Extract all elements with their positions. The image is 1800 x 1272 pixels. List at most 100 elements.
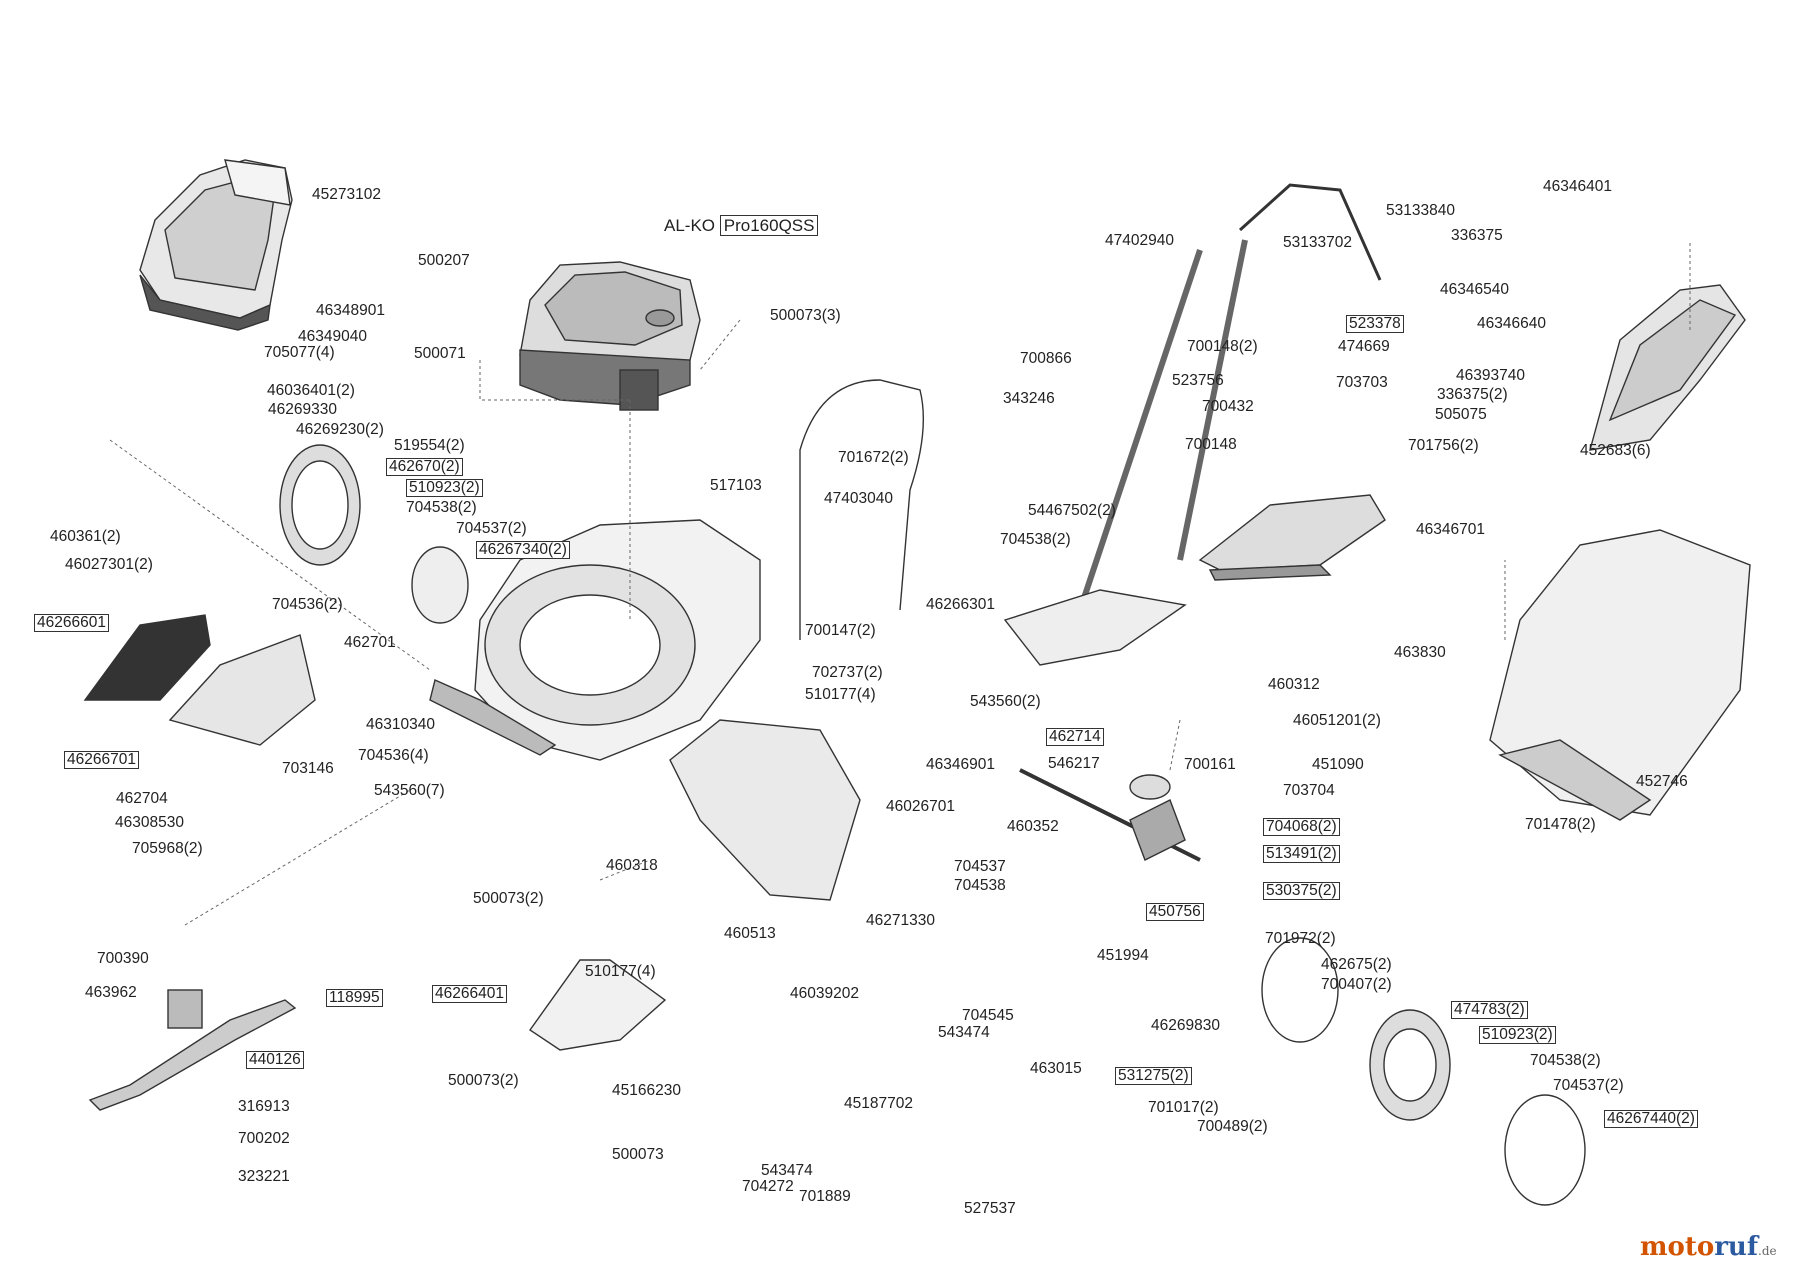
part-number-label: 45166230: [612, 1082, 681, 1099]
part-number-label: 500073(2): [448, 1072, 519, 1089]
part-number-label: 530375(2): [1263, 882, 1340, 900]
part-number-label: 46267440(2): [1604, 1110, 1698, 1128]
part-number-label: 46266701: [64, 751, 139, 769]
part-number-label: 462675(2): [1321, 956, 1392, 973]
part-number-label: 543560(7): [374, 782, 445, 799]
part-number-label: 700147(2): [805, 622, 876, 639]
part-number-label: 462670(2): [386, 458, 463, 476]
part-number-label: 46271330: [866, 912, 935, 929]
part-number-label: 460312: [1268, 676, 1320, 693]
rear-flap-drawing: [1003, 494, 1386, 666]
rear-guard-drawing: [529, 719, 861, 1051]
part-number-label: 704537(2): [456, 520, 527, 537]
part-number-label: 46026701: [886, 798, 955, 815]
part-number-label: 701017(2): [1148, 1099, 1219, 1116]
part-number-label: 462701: [344, 634, 396, 651]
part-number-label: 46269230(2): [296, 421, 384, 438]
part-number-label: 54467502(2): [1028, 502, 1116, 519]
part-number-label: 45273102: [312, 186, 381, 203]
part-number-label: 704538(2): [1530, 1052, 1601, 1069]
part-number-label: 704272: [742, 1178, 794, 1195]
part-number-label: 460318: [606, 857, 658, 874]
part-number-label: 543474: [761, 1162, 813, 1179]
grass-bag-drawing: [1489, 529, 1751, 821]
part-number-label: 703703: [1336, 374, 1388, 391]
part-number-label: 440126: [246, 1051, 304, 1069]
part-number-label: 462714: [1046, 728, 1104, 746]
part-number-label: 703704: [1283, 782, 1335, 799]
part-number-label: 701478(2): [1525, 816, 1596, 833]
part-number-label: 510923(2): [1479, 1026, 1556, 1044]
part-number-label: 463015: [1030, 1060, 1082, 1077]
part-number-label: 452746: [1636, 773, 1688, 790]
side-discharge-drawing: [83, 614, 316, 746]
part-number-label: 500073: [612, 1146, 664, 1163]
engine-cover-drawing: [139, 159, 293, 331]
part-number-label: 704537: [954, 858, 1006, 875]
part-number-label: 519554(2): [394, 437, 465, 454]
part-number-label: 543474: [938, 1024, 990, 1041]
mower-deck-drawing: [429, 519, 761, 761]
part-number-label: 53133840: [1386, 202, 1455, 219]
part-number-label: 53133702: [1283, 234, 1352, 251]
part-number-label: 450756: [1146, 903, 1204, 921]
part-number-label: 704538(2): [1000, 531, 1071, 548]
part-number-label: 46346540: [1440, 281, 1509, 298]
part-number-label: 523378: [1346, 315, 1404, 333]
part-number-label: 701672(2): [838, 449, 909, 466]
part-number-label: 118995: [326, 989, 383, 1007]
part-number-label: 46346640: [1477, 315, 1546, 332]
part-number-label: 451994: [1097, 947, 1149, 964]
part-number-label: 517103: [710, 477, 762, 494]
part-number-label: 47403040: [824, 490, 893, 507]
part-number-label: 704536(2): [272, 596, 343, 613]
part-number-label: 323221: [238, 1168, 290, 1185]
part-number-label: 336375: [1451, 227, 1503, 244]
gearbox-drawing: [1019, 768, 1201, 862]
part-number-label: 702737(2): [812, 664, 883, 681]
grass-bag-top-drawing: [1589, 284, 1746, 451]
part-number-label: 46348901: [316, 302, 385, 319]
part-number-label: 46266601: [34, 614, 109, 632]
part-number-label: 452683(6): [1580, 442, 1651, 459]
part-number-label: 46266401: [432, 985, 507, 1003]
part-number-label: 46039202: [790, 985, 859, 1002]
part-number-label: 46346701: [1416, 521, 1485, 538]
part-number-label: 46036401(2): [267, 382, 355, 399]
part-number-label: 704545: [962, 1007, 1014, 1024]
rear-wheel-left-drawing: [279, 444, 469, 624]
part-number-label: 336375(2): [1437, 386, 1508, 403]
part-number-label: 700161: [1184, 756, 1236, 773]
part-number-label: 46349040: [298, 328, 367, 345]
part-number-label: 531275(2): [1115, 1067, 1192, 1085]
part-number-label: 460361(2): [50, 528, 121, 545]
part-number-label: 500071: [414, 345, 466, 362]
brand-watermark: motoruf.de: [1640, 1232, 1777, 1262]
part-number-label: 463830: [1394, 644, 1446, 661]
front-wheel-right-drawing: [1261, 937, 1586, 1206]
part-number-label: 46310340: [366, 716, 435, 733]
part-number-label: 500073(2): [473, 890, 544, 907]
part-number-label: 46027301(2): [65, 556, 153, 573]
part-number-label: 527537: [964, 1200, 1016, 1217]
part-number-label: 704537(2): [1553, 1077, 1624, 1094]
part-number-label: 46393740: [1456, 367, 1525, 384]
part-number-label: 701972(2): [1265, 930, 1336, 947]
part-number-label: 46051201(2): [1293, 712, 1381, 729]
part-number-label: 705077(4): [264, 344, 335, 361]
engine-model-label: AL-KO Pro160QSS: [664, 215, 819, 236]
part-number-label: 505075: [1435, 406, 1487, 423]
part-number-label: 701756(2): [1408, 437, 1479, 454]
part-number-label: 46267340(2): [476, 541, 570, 559]
part-number-label: 45187702: [844, 1095, 913, 1112]
part-number-label: 462704: [116, 790, 168, 807]
part-number-label: 701889: [799, 1188, 851, 1205]
part-number-label: 46266301: [926, 596, 995, 613]
engine-drawing: [519, 261, 701, 411]
handle-drawing: [799, 183, 1382, 640]
part-number-label: 47402940: [1105, 232, 1174, 249]
part-number-label: 700148: [1185, 436, 1237, 453]
part-number-label: 705968(2): [132, 840, 203, 857]
